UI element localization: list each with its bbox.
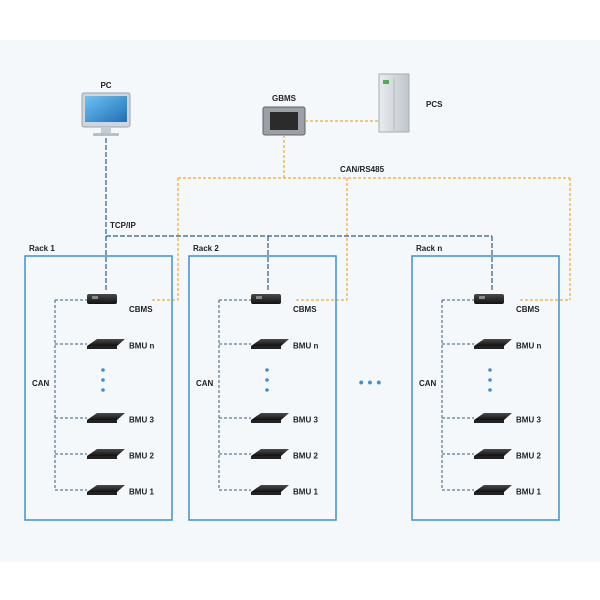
rack-frame	[411, 255, 560, 521]
ellipsis-dot	[265, 378, 269, 382]
monitor-screen	[85, 96, 127, 122]
bmu-device-icon	[474, 413, 512, 420]
rack-label: Rack n	[416, 244, 442, 253]
bmu-label: BMU n	[293, 342, 318, 351]
ellipsis-dot	[101, 388, 105, 392]
ellipsis-dot	[488, 378, 492, 382]
rack: Rack n CAN CBMS BMU n BMU 3 BMU 2 BMU 1	[411, 244, 560, 521]
cbms-label: CBMS	[516, 305, 540, 314]
cbms-device-icon	[251, 294, 281, 304]
rack: Rack 2 CAN CBMS BMU n BMU 3 BMU 2 BMU 1	[188, 244, 337, 521]
ellipsis-dot	[488, 388, 492, 392]
ellipsis-dot	[488, 368, 492, 372]
more-racks-ellipsis: • • •	[359, 374, 382, 390]
ellipsis-dot	[265, 388, 269, 392]
bmu-device-icon	[251, 413, 289, 420]
gbms-device: GBMS	[262, 94, 306, 136]
rack-label: Rack 1	[29, 244, 55, 253]
pcs-label: PCS	[426, 100, 443, 109]
bmu-label: BMU 2	[129, 452, 154, 461]
cbms-device-icon	[474, 294, 504, 304]
bmu-device-icon	[87, 449, 125, 456]
ellipsis-dot	[101, 368, 105, 372]
bmu-device-icon	[87, 339, 125, 346]
tcp-ip-label: TCP/IP	[110, 221, 136, 230]
pc-device: PC	[81, 81, 131, 136]
bmu-label: BMU 2	[293, 452, 318, 461]
can-label: CAN	[32, 379, 50, 388]
rack-frame	[188, 255, 337, 521]
cbms-label: CBMS	[129, 305, 153, 314]
bmu-device-icon	[87, 413, 125, 420]
bmu-device-icon	[251, 485, 289, 492]
bmu-label: BMU 1	[293, 488, 318, 497]
rack-frame	[24, 255, 173, 521]
cbms-label: CBMS	[293, 305, 317, 314]
bmu-label: BMU 3	[516, 416, 541, 425]
can-label: CAN	[419, 379, 437, 388]
ellipsis-dot	[101, 378, 105, 382]
gbms-screen	[270, 112, 298, 130]
gbms-label: GBMS	[272, 94, 297, 103]
tcp-ip-network	[105, 138, 493, 290]
bmu-device-icon	[251, 339, 289, 346]
pcs-device: PCS	[378, 73, 443, 133]
bmu-device-icon	[87, 485, 125, 492]
cbms-device-icon	[87, 294, 117, 304]
rack-label: Rack 2	[193, 244, 219, 253]
bmu-label: BMU n	[129, 342, 154, 351]
bmu-label: BMU 3	[129, 416, 154, 425]
monitor-stand	[93, 133, 119, 136]
can-label: CAN	[196, 379, 214, 388]
bmu-label: BMU 3	[293, 416, 318, 425]
bmu-device-icon	[251, 449, 289, 456]
bmu-label: BMU 1	[516, 488, 541, 497]
ellipsis-dot	[265, 368, 269, 372]
can-rs485-label: CAN/RS485	[340, 165, 385, 174]
pc-label: PC	[100, 81, 111, 90]
monitor-neck	[101, 127, 111, 133]
bmu-label: BMU n	[516, 342, 541, 351]
bmu-device-icon	[474, 339, 512, 346]
bmu-device-icon	[474, 485, 512, 492]
can-rs485-bus	[152, 135, 571, 301]
bmu-label: BMU 1	[129, 488, 154, 497]
pcs-indicator	[383, 80, 389, 84]
bmu-label: BMU 2	[516, 452, 541, 461]
rack: Rack 1 CAN CBMS BMU n BMU 3 BMU 2 BMU 1	[24, 244, 173, 521]
bmu-device-icon	[474, 449, 512, 456]
